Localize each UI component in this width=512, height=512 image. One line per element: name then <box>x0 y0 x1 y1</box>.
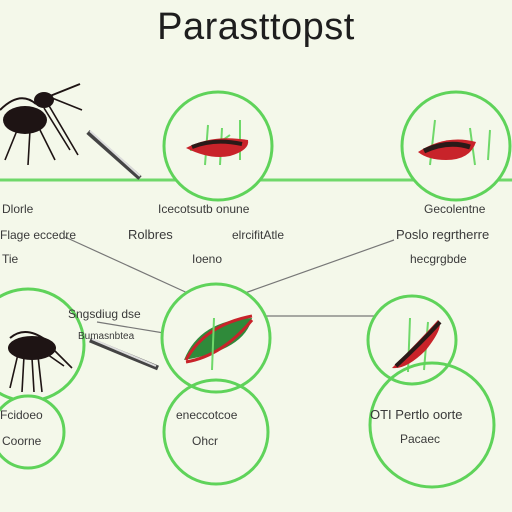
bottom-right-circle <box>368 361 496 489</box>
label-row1-left-b: Flage eccedre <box>0 228 77 242</box>
label-row2-left-b: Bumasnbtea <box>78 331 135 342</box>
label-row2-right-a: OTI Pertlo oorte <box>370 407 463 422</box>
label-row1-mid-c: elrcifitAtle <box>232 228 285 242</box>
label-row1-left-c: Tie <box>2 252 19 266</box>
label-row2-mid-a: eneccotcoe <box>176 408 238 422</box>
label-row2-right-b: Pacaec <box>400 432 441 446</box>
mosquito-icon <box>0 287 86 403</box>
label-row1-left-a: Dlorle <box>2 202 34 216</box>
red-worm-icon <box>400 90 512 202</box>
mosquito-icon <box>0 83 83 166</box>
page-title: Parasttopst <box>157 6 355 48</box>
label-row1-right-b: Poslo regrtherre <box>396 227 490 242</box>
red-worm-icon <box>366 294 458 386</box>
bottom-center-circle <box>162 378 270 486</box>
label-row1-mid-d: Ioeno <box>192 252 223 266</box>
red-worm-icon <box>162 90 274 202</box>
connector-lines <box>64 236 395 335</box>
label-row1-right-c: hecgrgbde <box>410 252 467 266</box>
needle-icon <box>89 337 159 371</box>
bottom-left-circle <box>0 394 66 470</box>
label-row1-mid-b: Rolbres <box>128 227 173 242</box>
label-row2-left-a: Sngsdiug dse <box>68 307 141 321</box>
label-row2-mid-b: Ohcr <box>192 434 219 448</box>
label-row2-bl-a: Fcidoeo <box>0 408 43 422</box>
label-row2-bl-b: Coorne <box>2 434 42 448</box>
label-row1-right-a: Gecolentne <box>424 202 486 216</box>
label-row1-mid-a: Icecotsutb onune <box>158 202 250 216</box>
red-worm-on-leaf-icon <box>160 282 272 394</box>
needle-icon <box>86 130 142 180</box>
